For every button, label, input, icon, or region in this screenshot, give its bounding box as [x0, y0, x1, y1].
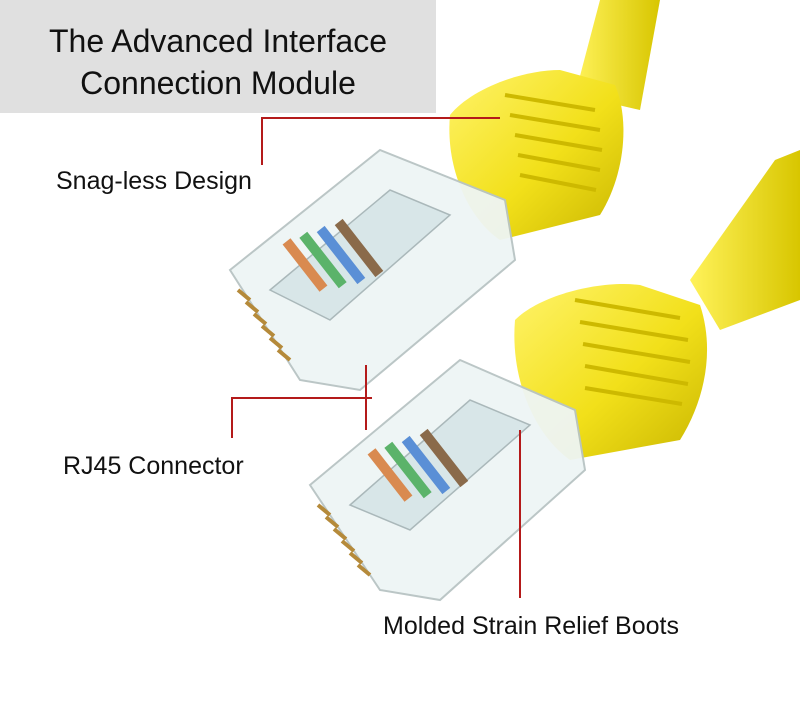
lower-rj45-plug-icon	[308, 358, 587, 602]
callout-lines	[231, 117, 521, 598]
rj45-connector-label: RJ45 Connector	[63, 452, 244, 480]
title-line-1: The Advanced Interface	[49, 23, 387, 59]
upper-rj45-plug-icon	[228, 148, 517, 392]
snagless-callout-line	[261, 117, 500, 165]
snagless-design-label: Snag-less Design	[56, 167, 252, 195]
lower-cable	[690, 150, 800, 330]
rj45-callout-line	[231, 397, 372, 438]
strain-relief-boots-label: Molded Strain Relief Boots	[383, 612, 679, 640]
title-line-2: Connection Module	[80, 65, 356, 101]
title-banner: The Advanced Interface Connection Module	[0, 0, 436, 113]
